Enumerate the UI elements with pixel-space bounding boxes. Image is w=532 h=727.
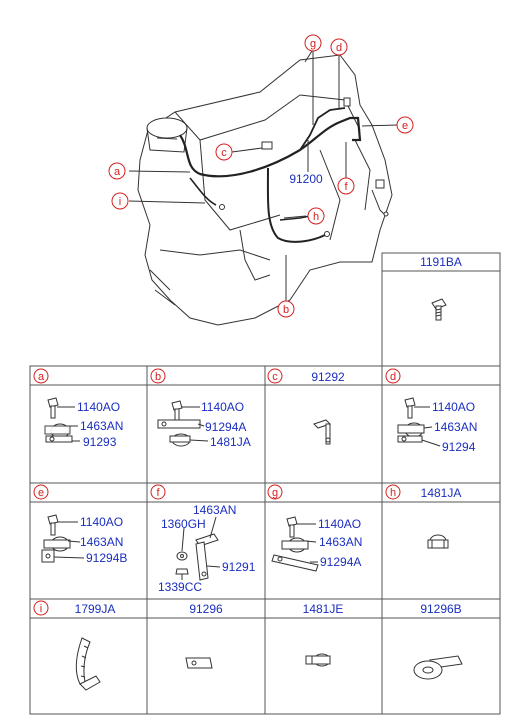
svg-text:91294A: 91294A <box>320 555 361 569</box>
callout-f: f <box>337 177 355 195</box>
svg-text:1799JA: 1799JA <box>75 602 116 616</box>
svg-text:1360GH: 1360GH <box>161 517 206 531</box>
svg-text:91294B: 91294B <box>86 551 127 565</box>
svg-text:1339CC: 1339CC <box>158 580 202 594</box>
cell-1191BA: 1191BA <box>420 255 462 321</box>
svg-text:1140AO: 1140AO <box>77 400 120 414</box>
harness-part-label: 91200 <box>289 172 323 186</box>
svg-text:91291: 91291 <box>222 560 256 574</box>
svg-text:1140AO: 1140AO <box>432 400 475 414</box>
svg-text:e: e <box>402 120 408 132</box>
callout-d: d <box>330 38 348 56</box>
cell-f: f 1463AN 1360GH 91291 1339CC <box>150 484 256 594</box>
callout-h: h <box>307 207 325 225</box>
bolt-clip-bracket-icon <box>271 516 319 572</box>
svg-text:91296: 91296 <box>189 602 223 616</box>
svg-text:1140AO: 1140AO <box>80 515 123 529</box>
cell-d: d 1140AO 1463AN 91294 <box>385 368 477 454</box>
cell-e: e 1140AO 1463AN 91294B <box>33 484 127 565</box>
svg-text:91292: 91292 <box>311 370 345 384</box>
cell-a: a 1140AO 1463AN 91293 <box>33 368 123 449</box>
cell-b: b 1140AO 91294A 1481JA <box>150 368 251 449</box>
svg-text:1463AN: 1463AN <box>80 535 123 549</box>
callout-leaders <box>128 50 398 301</box>
svg-text:91293: 91293 <box>83 435 117 449</box>
bolt-icon <box>431 298 447 321</box>
svg-text:d: d <box>390 371 396 383</box>
svg-text:f: f <box>344 181 348 193</box>
svg-text:i: i <box>40 603 42 615</box>
svg-text:1140AO: 1140AO <box>318 517 361 531</box>
svg-text:a: a <box>38 371 45 383</box>
callout-a: a <box>108 162 126 180</box>
svg-text:g: g <box>310 38 316 50</box>
cell-i: i 1799JA <box>33 600 116 691</box>
svg-text:h: h <box>313 211 319 223</box>
clip-icon <box>305 653 331 667</box>
svg-text:1463AN: 1463AN <box>193 503 236 517</box>
svg-text:91294: 91294 <box>442 440 476 454</box>
cell-h: h 1481JA <box>385 484 462 549</box>
svg-text:1140AO: 1140AO <box>201 400 244 414</box>
bolt-clip-bracket-icon <box>41 514 71 563</box>
svg-text:h: h <box>390 487 396 499</box>
svg-text:1191BA: 1191BA <box>420 255 462 269</box>
svg-text:c: c <box>272 371 278 383</box>
terminal-bracket-icon <box>185 657 213 669</box>
svg-text:1481JA: 1481JA <box>421 486 462 500</box>
svg-text:b: b <box>155 371 161 383</box>
svg-text:f: f <box>156 487 160 499</box>
parts-table-grid <box>29 252 501 715</box>
engine-illustration <box>137 54 393 326</box>
cell-1481JE: 1481JE <box>303 602 344 667</box>
bolt-bracket-clip-icon <box>157 400 201 447</box>
clip-icon <box>427 534 449 549</box>
callout-c: c <box>215 143 233 161</box>
svg-text:1463AN: 1463AN <box>319 535 362 549</box>
svg-text:91296B: 91296B <box>420 602 461 616</box>
svg-text:1481JE: 1481JE <box>303 602 344 616</box>
nut-washer-bracket-icon <box>175 533 219 581</box>
bolt-clip-bracket-icon <box>44 397 73 443</box>
cell-g: g 1140AO 1463AN 91294A <box>267 484 362 572</box>
svg-text:d: d <box>336 42 342 54</box>
strap-clip-icon <box>75 637 101 691</box>
bolt-clip-bracket-icon <box>397 397 425 443</box>
cell-91296: 91296 <box>185 602 223 669</box>
svg-text:e: e <box>38 487 44 499</box>
svg-text:b: b <box>283 304 289 316</box>
svg-text:c: c <box>221 147 227 159</box>
cell-c: c 91292 <box>267 368 345 445</box>
svg-text:91294A: 91294A <box>205 420 246 434</box>
callout-e: e <box>396 116 414 134</box>
svg-text:1481JA: 1481JA <box>210 435 251 449</box>
ring-terminal-icon <box>413 655 463 680</box>
svg-text:i: i <box>119 196 121 208</box>
bracket-icon <box>313 419 331 445</box>
cell-91296B: 91296B <box>413 602 463 680</box>
callout-g: g <box>304 34 322 52</box>
svg-text:g: g <box>272 487 278 499</box>
svg-text:1463AN: 1463AN <box>434 420 477 434</box>
svg-text:1463AN: 1463AN <box>80 419 123 433</box>
callout-i: i <box>111 192 129 210</box>
callout-b: b <box>277 300 295 318</box>
svg-text:a: a <box>114 166 121 178</box>
